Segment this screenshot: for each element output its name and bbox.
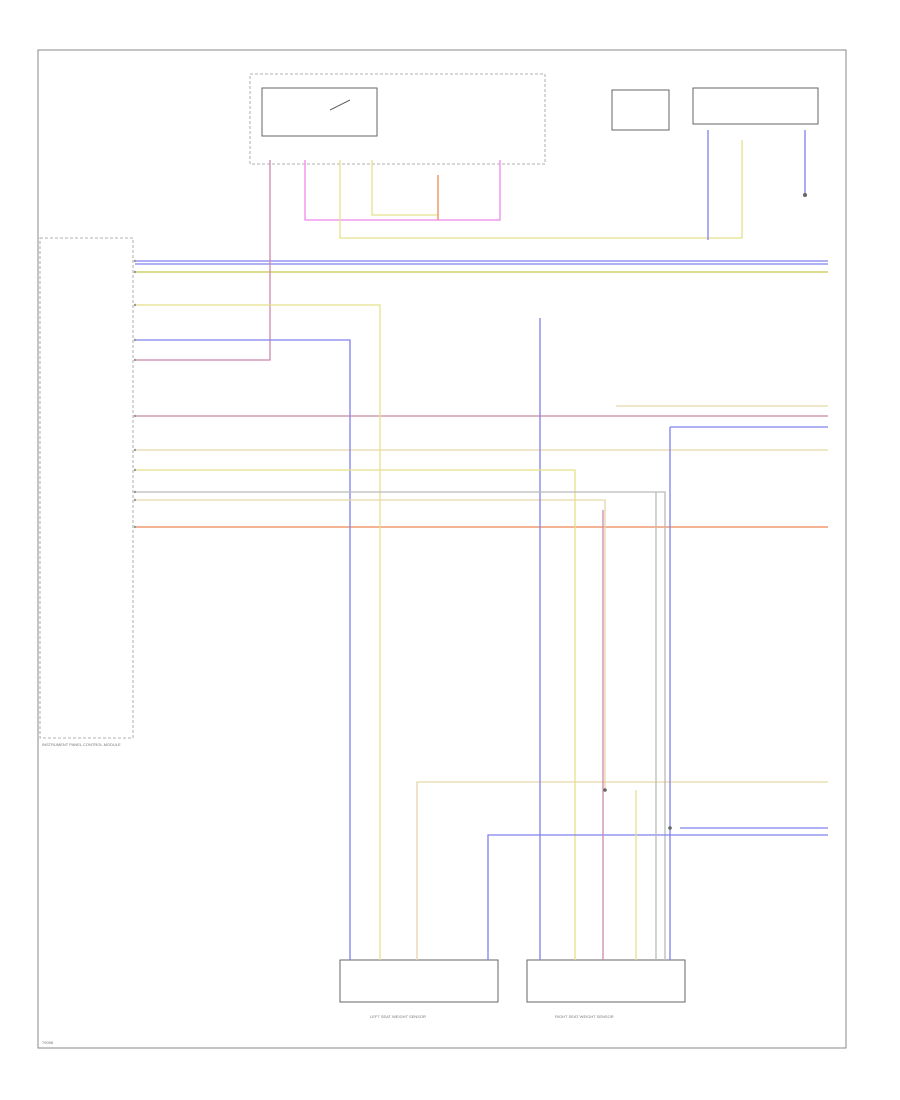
wire-yellow-right-sensor: [135, 469, 576, 960]
left-seat-sensor-box: [339, 959, 499, 1003]
top-dashed-group: [249, 73, 546, 165]
top-right-module-box: [692, 87, 819, 125]
wire-blue-left-sensor: [135, 339, 351, 960]
diagram-frame: [37, 49, 847, 1049]
wire-yellow-long: [339, 140, 743, 239]
wire-yellow-left-sensor: [135, 304, 381, 960]
splice-points: [603, 193, 807, 830]
wire-gray-right-sensor: [135, 491, 666, 960]
wire-yellow-top: [371, 160, 437, 216]
wire-pink-loop: [304, 160, 501, 221]
wire-tan-left-loop: [416, 781, 828, 960]
top-relay-box: [261, 87, 378, 137]
right-seat-sensor-box: [526, 959, 686, 1003]
module-label: INSTRUMENT PANEL CONTROL MODULE: [42, 742, 121, 747]
module-box: [39, 237, 134, 739]
top-right-switch-box: [611, 89, 670, 131]
wire-tan-left-sensor: [135, 499, 606, 790]
module-connector-pins: [133, 259, 137, 529]
wire-blue-bottom-right: [487, 834, 828, 960]
figure-code: 79098: [42, 1040, 54, 1045]
right-seat-sensor-label: RIGHT SEAT WEIGHT SENSOR: [555, 1014, 614, 1019]
wire-pink-top: [135, 160, 271, 361]
left-seat-sensor-label: LEFT SEAT WEIGHT SENSOR: [370, 1014, 426, 1019]
top-relay-switch: [329, 99, 351, 111]
